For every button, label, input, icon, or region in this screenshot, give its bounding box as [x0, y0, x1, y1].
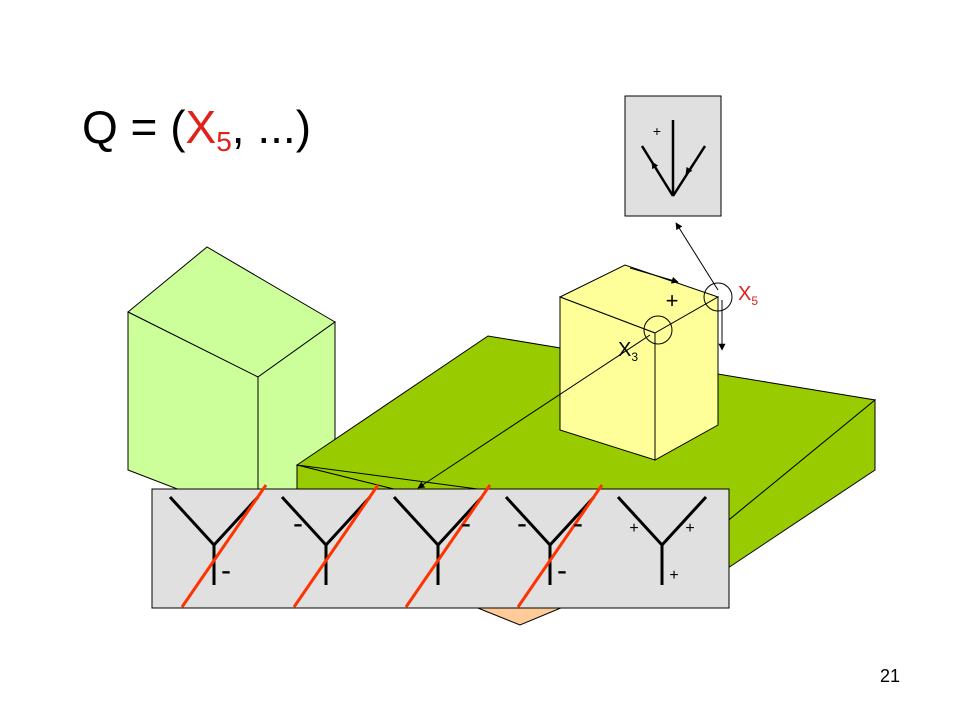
- y-junction-1: -: [168, 484, 268, 608]
- y-junction-5: + + +: [616, 495, 708, 585]
- junction-bottom-sign: -: [557, 554, 567, 587]
- title-suffix: , ...): [231, 101, 312, 153]
- y-junction-3: -: [392, 484, 492, 608]
- light-green-cube: [127, 246, 336, 521]
- junction-left-branch: [504, 495, 552, 547]
- slab-edge-line: [296, 464, 501, 493]
- junction-right-branch: [660, 495, 708, 547]
- pointer-to-inset: [675, 222, 719, 291]
- x5-junction-circle: [703, 282, 733, 312]
- junction-left-branch: [392, 495, 440, 547]
- x3-label: X3: [618, 339, 638, 364]
- title-variable: X5: [185, 101, 232, 157]
- junction-left-branch: [168, 495, 216, 547]
- junction-left-branch: [280, 495, 328, 547]
- yellow-cube: [558, 264, 720, 461]
- junction-catalog: ------+++: [168, 484, 708, 608]
- junction-left-sign: +: [629, 520, 638, 537]
- top-edge-arrow: [629, 267, 679, 284]
- junction-right-sign: -: [573, 507, 583, 540]
- junction-left-sign: -: [517, 507, 527, 540]
- title-variable-subscript: 5: [216, 126, 232, 157]
- page-title: Q = (X5, ...): [82, 100, 311, 158]
- impossible-cross-line: [292, 484, 380, 608]
- title-prefix: Q = (: [82, 101, 186, 153]
- pointer-to-catalog: [417, 334, 651, 489]
- junction-right-sign: -: [461, 507, 471, 540]
- junction-left-sign: -: [293, 507, 303, 540]
- junction-right-sign: +: [685, 520, 694, 537]
- junction-catalog-panel: [151, 488, 730, 609]
- x5-label: X5: [738, 283, 758, 308]
- x3-junction-circle: [643, 315, 673, 345]
- inset-sign: +: [653, 123, 661, 139]
- impossible-cross-line: [180, 484, 268, 608]
- impossible-cross-line: [516, 484, 604, 608]
- junction-left-branch: [616, 495, 664, 547]
- corner-sign-label: +: [666, 288, 679, 313]
- impossible-cross-line: [404, 484, 492, 608]
- arrow-junction-inset: +: [624, 95, 722, 217]
- junction-bottom-sign: +: [669, 567, 678, 584]
- junction-bottom-sign: -: [221, 554, 231, 587]
- y-junction-2: -: [280, 484, 380, 608]
- slide-number: 21: [880, 666, 900, 686]
- y-junction-4: ---: [504, 484, 604, 608]
